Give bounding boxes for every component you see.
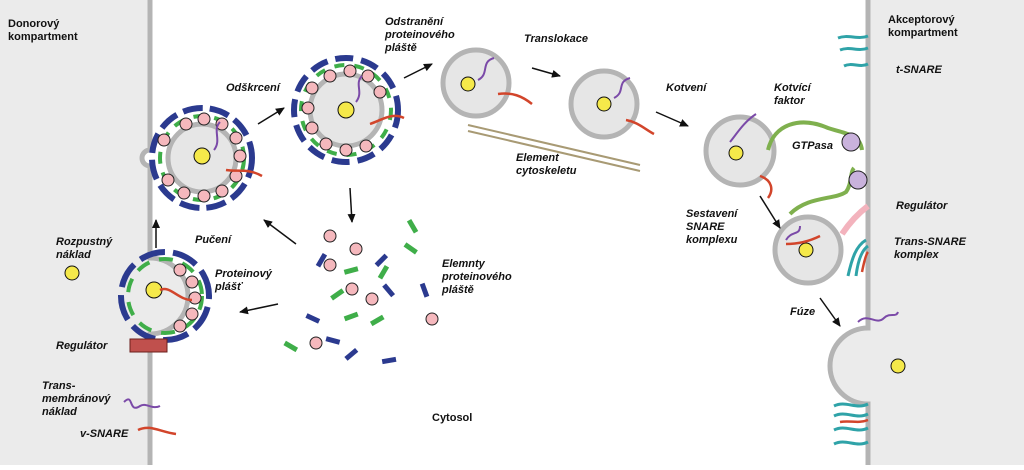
pinching-vesicle [149,105,263,211]
acceptor-compartment [827,0,1024,465]
t-snare-label: t-SNARE [896,64,942,76]
fused-transmembrane-cargo [857,311,899,323]
naked-vesicle-2 [568,68,655,140]
t-snare-top [837,34,869,68]
released-cargo [890,358,906,374]
regulator-right-label: Regulátor [896,200,948,212]
legend-regulator-icon [129,338,168,353]
arrows [152,63,841,327]
uncoating-vesicle [291,55,405,165]
t-snare-bottom [833,402,869,446]
gtpase-label: GTPasa [792,140,833,152]
legend-soluble-cargo-icon [64,265,80,281]
coat-fragments [283,218,439,365]
translocation-label: Translokace [524,33,589,45]
fusion-label: Fúze [790,306,816,318]
naked-vesicle-1 [440,47,533,119]
cytoskeleton-element [467,124,641,172]
tethered-vesicle [703,113,777,199]
regulator-left-label: Regulátor [56,340,108,352]
tether-factors [766,120,868,216]
tethering-label: Kotvení [666,82,707,94]
v-snare-label: v-SNARE [80,428,129,440]
budding-label: Pučení [195,234,232,246]
legend-transmembrane-cargo-icon [123,398,161,409]
snare-assembly-vesicle [772,203,870,286]
legend-v-snare-icon [137,426,177,436]
cytosol-label: Cytosol [432,412,473,424]
budding-vesicle [118,249,212,343]
uncoating-start-label: Odškrcení [226,82,280,94]
